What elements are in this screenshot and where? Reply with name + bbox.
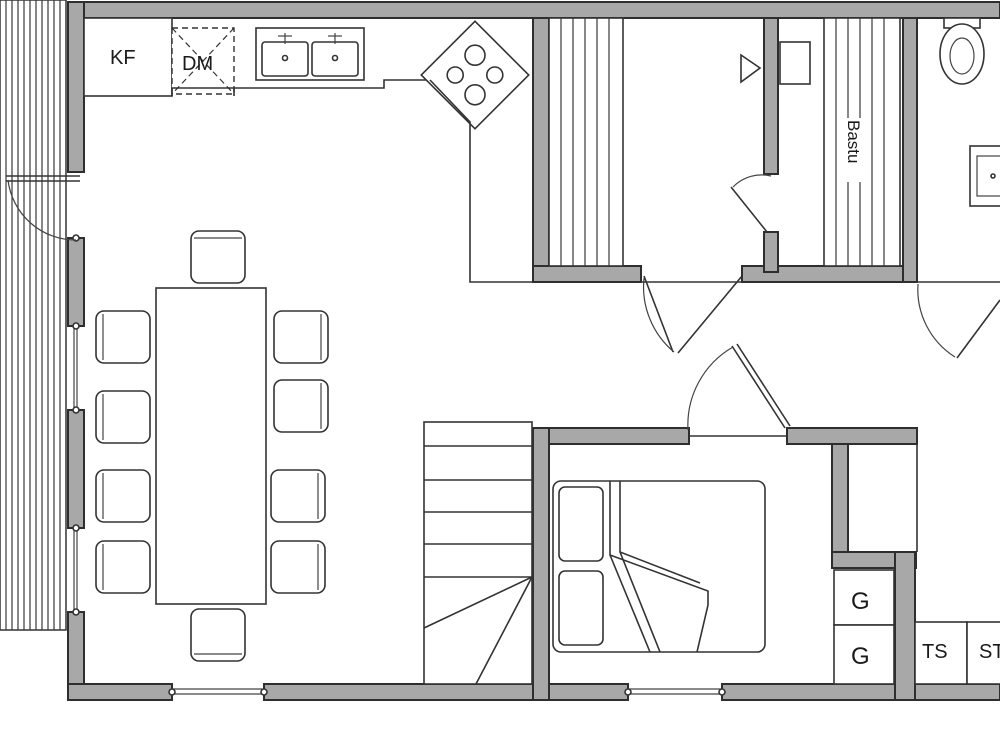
locker-label-top: G bbox=[851, 588, 870, 615]
chair bbox=[95, 540, 151, 594]
partial-label: ST bbox=[979, 641, 1000, 663]
chair bbox=[273, 310, 329, 364]
sauna: Bastu bbox=[823, 17, 901, 267]
fridge-label: KF bbox=[110, 47, 136, 69]
chair bbox=[190, 608, 246, 662]
stove bbox=[420, 20, 530, 130]
sauna-label: Bastu bbox=[844, 120, 863, 163]
terrace-door bbox=[6, 175, 80, 241]
south-windows bbox=[168, 688, 726, 696]
toilet bbox=[939, 17, 985, 85]
chair bbox=[270, 540, 326, 594]
kitchen: KF DM bbox=[83, 17, 536, 283]
laundry: TS ST bbox=[914, 621, 1000, 685]
chair bbox=[270, 469, 326, 523]
sauna-benches bbox=[548, 17, 624, 267]
staircase bbox=[423, 421, 533, 685]
door-bathroom bbox=[917, 281, 1000, 359]
dining-table bbox=[155, 287, 267, 605]
double-sink bbox=[255, 27, 365, 81]
door-sauna-room bbox=[641, 275, 743, 354]
bathroom bbox=[939, 17, 1000, 207]
west-windows bbox=[67, 234, 85, 616]
lockers: G G bbox=[833, 569, 895, 685]
terrace-deck bbox=[0, 0, 67, 631]
sauna-heater bbox=[740, 41, 811, 85]
chair bbox=[273, 379, 329, 433]
chair bbox=[95, 390, 151, 444]
dishwasher-label: DM bbox=[182, 53, 213, 75]
tumble-dryer-label: TS bbox=[922, 641, 948, 663]
locker-label-bottom: G bbox=[851, 643, 870, 670]
sauna-door bbox=[730, 174, 772, 233]
chair bbox=[95, 469, 151, 523]
chair bbox=[190, 230, 246, 284]
dining-set bbox=[95, 230, 329, 662]
door-bedroom bbox=[687, 343, 791, 437]
washbasin bbox=[969, 145, 1000, 207]
sofa-bed bbox=[552, 480, 766, 653]
chair bbox=[95, 310, 151, 364]
fridge bbox=[83, 17, 173, 97]
